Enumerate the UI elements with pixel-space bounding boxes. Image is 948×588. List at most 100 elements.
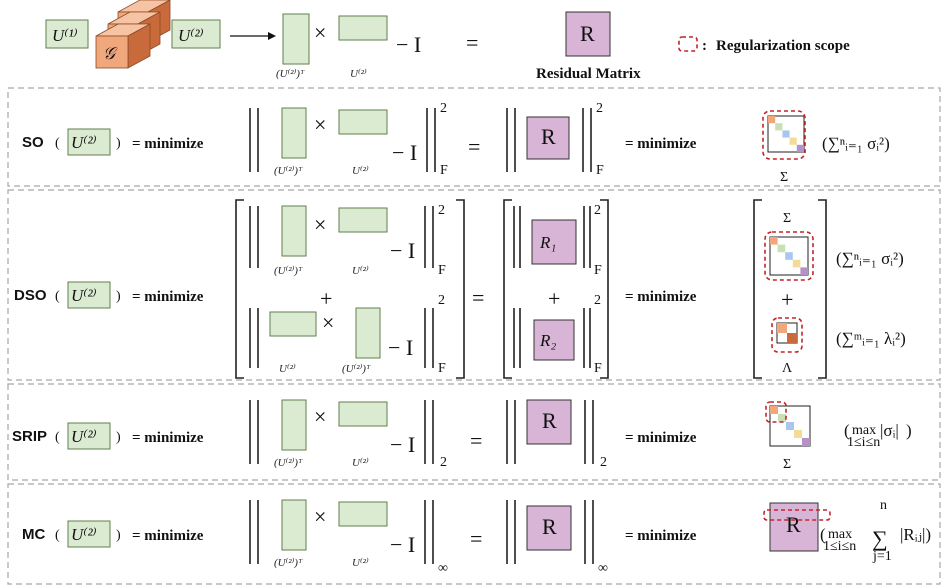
- diagonal-cell: [800, 267, 808, 275]
- diagonal-cell: [789, 137, 797, 145]
- mc-reg-scope-icon: [763, 509, 831, 521]
- srip-sigma-matrix: [769, 405, 811, 447]
- srip-panel: [7, 383, 941, 481]
- mc-formula-sum-bot: j=1: [872, 549, 892, 564]
- so-r: R: [541, 124, 556, 149]
- mc-matrix-r: R: [786, 512, 801, 537]
- legend-reg-icon: [678, 36, 698, 52]
- dso-bot-times: ×: [322, 310, 334, 335]
- srip-u2-caption: U⁽²⁾: [352, 457, 369, 469]
- dso-sigma-matrix: [769, 236, 809, 276]
- mc-row: MC ( U⁽²⁾ ) = minimize (U⁽²⁾)ᵀ × U⁽²⁾ − …: [7, 483, 941, 585]
- so-sigma-label: Σ: [780, 170, 788, 185]
- so-formula: (∑ⁿᵢ₌₁ σᵢ²): [822, 134, 890, 153]
- dso-r-sub1: F: [594, 263, 602, 278]
- mc-r: R: [542, 514, 557, 539]
- diagonal-cell: [768, 116, 776, 124]
- u2-caption: U⁽²⁾: [350, 68, 367, 80]
- srip-minus-i: − I: [390, 432, 415, 457]
- srip-sub: 2: [440, 455, 447, 470]
- minus-identity: − I: [396, 32, 421, 57]
- so-arg: U⁽²⁾: [71, 133, 97, 152]
- dso-lambda-label: Λ: [782, 361, 793, 376]
- diagonal-cell: [796, 144, 804, 152]
- diagonal-cell: [794, 430, 802, 438]
- so-u2-caption: U⁽²⁾: [352, 165, 369, 177]
- dso-eq: =: [472, 285, 484, 310]
- diagonal-cell: [770, 406, 778, 414]
- dso-bot-minus-i: − I: [388, 335, 413, 360]
- dso-sup2: 2: [438, 293, 445, 308]
- so-reg-scope-icon: [762, 110, 806, 160]
- srip-formula-body: |σᵢ|: [880, 421, 899, 440]
- mc-eq-min: = minimize: [132, 528, 204, 544]
- u2-box: [171, 19, 221, 49]
- dso-sup1: 2: [438, 203, 445, 218]
- srip-row: SRIP ( U⁽²⁾ ) = minimize (U⁽²⁾)ᵀ × U⁽²⁾ …: [7, 383, 941, 481]
- mc-formula-sum: ∑: [872, 526, 888, 551]
- mc-u2t-box: [281, 499, 307, 551]
- residual-box: [565, 11, 611, 57]
- so-times: ×: [314, 112, 326, 137]
- diagonal-cell: [802, 438, 810, 446]
- dso-r-sup1: 2: [594, 203, 601, 218]
- diagonal-cell: [770, 237, 778, 245]
- mc-u2t-caption: (U⁽²⁾)ᵀ: [274, 557, 303, 569]
- dso-r2: R₂: [539, 331, 556, 350]
- so-panel: [7, 87, 941, 187]
- dso-sigma-reg-icon: [764, 231, 814, 281]
- dso-bot-u2t-box: [355, 307, 381, 359]
- srip-r-sub: 2: [600, 455, 607, 470]
- diagonal-cell: [778, 414, 786, 422]
- srip-formula-max: max: [852, 423, 876, 438]
- dso-lambda-reg-icon: [771, 317, 803, 353]
- u2-wide-box: [338, 15, 388, 41]
- dso-plus: +: [320, 286, 332, 311]
- mc-arg-box: [67, 520, 111, 548]
- mc-formula-sum-top: n: [880, 498, 887, 513]
- mc-formula-open: (: [820, 525, 826, 544]
- srip-arg-box: [67, 422, 111, 450]
- so-name: SO: [22, 134, 44, 151]
- srip-eq-min2: = minimize: [625, 430, 697, 446]
- srip-arg-close: ): [116, 430, 121, 445]
- mc-u2-box: [338, 501, 388, 527]
- so-r-sup: 2: [596, 101, 603, 116]
- dso-top-u2-box: [338, 207, 388, 233]
- dso-eq-min2: = minimize: [625, 289, 697, 305]
- dso-bot-u2-caption: U⁽²⁾: [279, 363, 296, 375]
- mc-panel: [7, 483, 941, 585]
- dso-arg-open: (: [55, 289, 60, 304]
- dso-lambda-matrix: [776, 322, 798, 344]
- dso-panel: [7, 189, 941, 381]
- srip-eq: =: [470, 428, 482, 453]
- mc-formula-body: |Rᵢⱼ|): [900, 525, 931, 544]
- mc-minus-i: − I: [390, 532, 415, 557]
- srip-arg: U⁽²⁾: [71, 427, 97, 446]
- mc-r-matrix: [769, 502, 819, 552]
- srip-eq-min: = minimize: [132, 430, 204, 446]
- srip-u2-box: [338, 401, 388, 427]
- srip-u2t-caption: (U⁽²⁾)ᵀ: [274, 457, 303, 469]
- mc-eq-min2: = minimize: [625, 528, 697, 544]
- mc-u2-caption: U⁽²⁾: [352, 557, 369, 569]
- diagonal-cell: [786, 422, 794, 430]
- diagonal-cell: [782, 130, 790, 138]
- diagonal-cell: [777, 244, 786, 253]
- dso-top-u2t-box: [281, 205, 307, 257]
- dso-r2-box: [533, 319, 575, 361]
- diagonal-cell: [777, 323, 787, 333]
- legend-label: Regularization scope: [716, 38, 850, 54]
- so-row: SO ( U⁽²⁾ ) = minimize (U⁽²⁾)ᵀ × U⁽²⁾ − …: [7, 87, 941, 187]
- srip-formula-close: ): [906, 421, 912, 440]
- so-eq-min: = minimize: [132, 136, 204, 152]
- mc-r-box: [526, 505, 572, 551]
- so-sup: 2: [440, 101, 447, 116]
- mc-eq: =: [470, 526, 482, 551]
- srip-sigma-label: Σ: [783, 457, 791, 472]
- dso-bot-u2-box: [269, 311, 317, 337]
- srip-formula-open: (: [844, 421, 850, 440]
- residual-label: Residual Matrix: [536, 66, 641, 82]
- times-sign: ×: [314, 20, 326, 45]
